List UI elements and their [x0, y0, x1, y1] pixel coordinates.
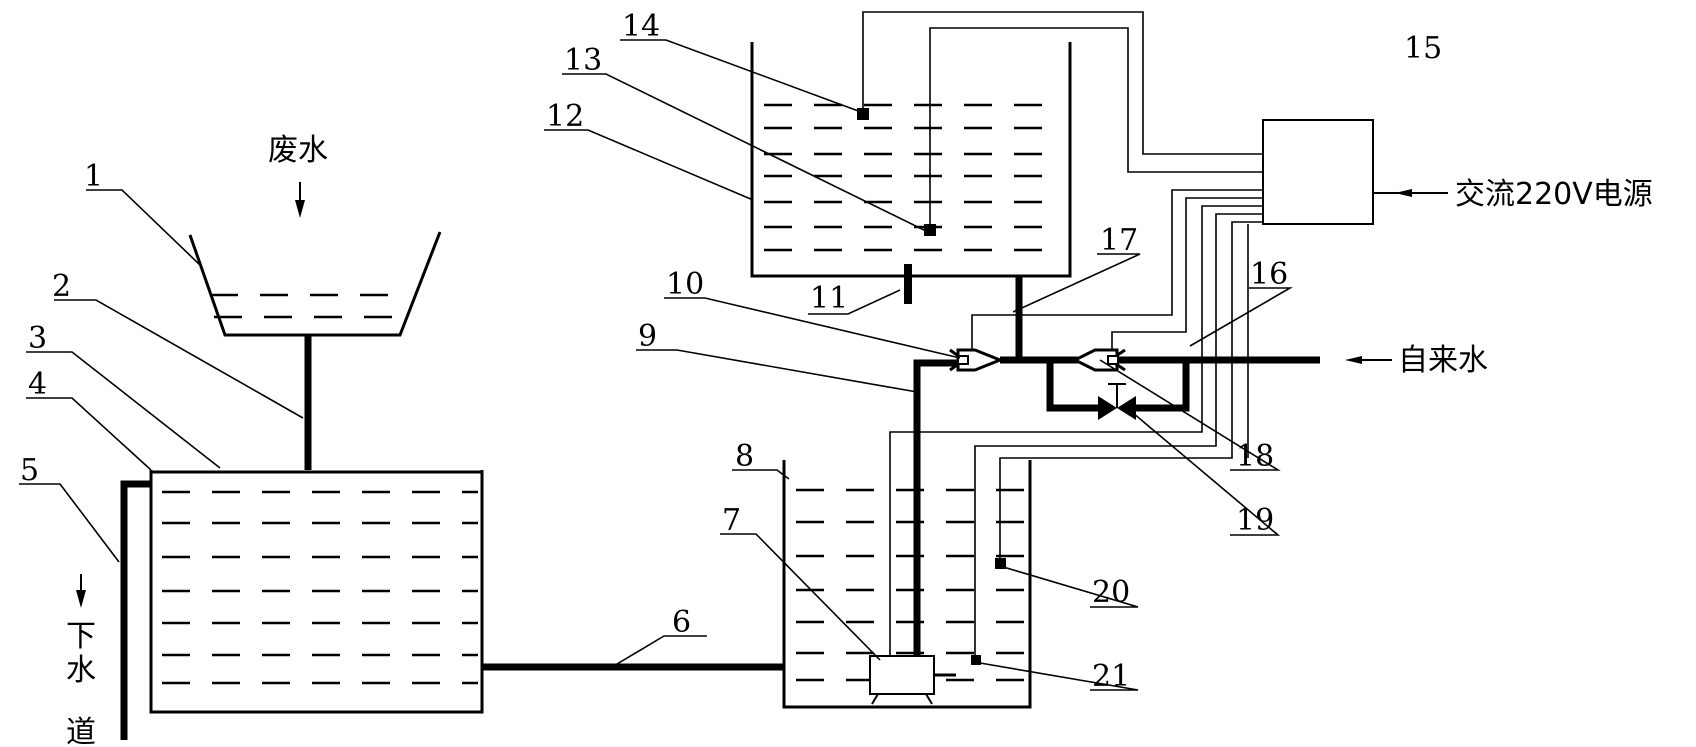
- drain-valve: [904, 264, 912, 304]
- upper-tank: [750, 42, 1072, 278]
- label-19: 19: [1236, 503, 1274, 538]
- pump-outlet-pipe: [913, 359, 958, 656]
- level-sensor-13: [924, 224, 936, 236]
- power-arrow: [1395, 189, 1448, 197]
- level-sensor-20: [995, 558, 1006, 569]
- label-16: 16: [1250, 257, 1288, 292]
- label-13: 13: [564, 43, 602, 78]
- bypass-loop: [1046, 360, 1190, 412]
- solenoid-valve-18: [1071, 348, 1126, 372]
- waste-water-funnel: [188, 231, 442, 470]
- label-1: 1: [84, 159, 103, 194]
- tap-water-arrow: [1345, 356, 1392, 364]
- label-11: 11: [810, 281, 848, 316]
- label-10: 10: [666, 267, 704, 302]
- label-4: 4: [28, 367, 47, 402]
- level-sensor-14: [857, 108, 869, 120]
- waste-water-arrow: [295, 182, 305, 218]
- label-2: 2: [52, 269, 71, 304]
- sewer-label-3: 道: [66, 715, 96, 747]
- level-sensor-21: [971, 655, 981, 665]
- controller-box: [1262, 119, 1374, 225]
- label-12: 12: [546, 99, 584, 134]
- label-18: 18: [1236, 439, 1274, 474]
- label-5: 5: [20, 453, 39, 488]
- control-wires: [862, 11, 1263, 656]
- label-17: 17: [1100, 223, 1138, 258]
- ac-power-label: 交流220V电源: [1455, 177, 1653, 212]
- label-9: 9: [638, 319, 657, 354]
- label-14: 14: [622, 9, 660, 44]
- sewer-label-2: 水: [66, 653, 96, 688]
- label-6: 6: [672, 605, 691, 640]
- tap-water-label: 自来水: [1398, 343, 1488, 378]
- label-20: 20: [1092, 575, 1130, 610]
- waste-water-label: 废水: [268, 133, 328, 168]
- leader-lines: [19, 39, 1293, 691]
- label-3: 3: [28, 321, 47, 356]
- settling-tank: [149, 470, 484, 714]
- check-valve-10: [949, 348, 1005, 372]
- pump: [869, 655, 956, 705]
- label-7: 7: [722, 503, 741, 538]
- label-21: 21: [1092, 659, 1130, 694]
- label-8: 8: [735, 439, 754, 474]
- manual-valve-19: [1098, 383, 1136, 420]
- sewer-label-1: 下: [66, 619, 96, 654]
- sewer-arrow: [76, 574, 86, 608]
- overflow-pipe: [120, 480, 151, 740]
- label-15: 15: [1404, 31, 1442, 66]
